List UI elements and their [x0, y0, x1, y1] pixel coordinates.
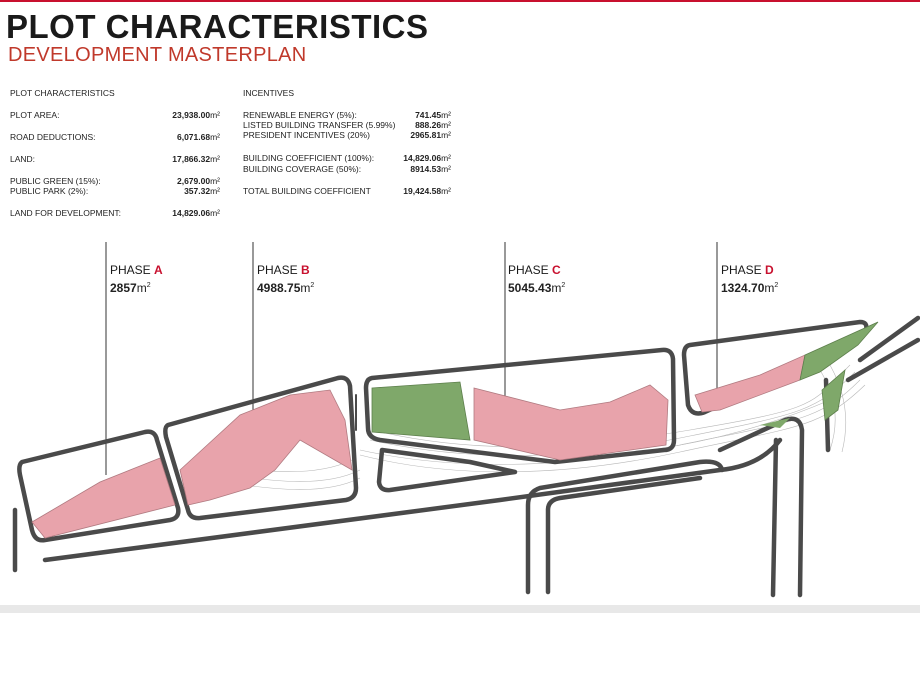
- phase-c-area: [473, 384, 669, 461]
- phase-b-area: [179, 389, 353, 506]
- lower-loop-left: [525, 459, 725, 595]
- plot-table-heading: PLOT CHARACTERISTICS: [10, 88, 115, 98]
- green-area-d: [799, 321, 879, 381]
- right-vertical-road: [717, 416, 805, 598]
- block-d-outline: [681, 319, 869, 416]
- block-b-outline: [163, 375, 359, 521]
- far-right-road-lower: [845, 337, 920, 383]
- phase-c-label: PHASE C 5045.43m2: [508, 263, 566, 295]
- top-accent-line: [0, 0, 920, 2]
- road-network: [12, 315, 920, 598]
- phase-d-area: [694, 354, 806, 413]
- block-c-lower-outline: [376, 447, 518, 493]
- lower-loop-inner: [545, 475, 703, 595]
- block-c-outline: [363, 347, 677, 465]
- block-a-outline: [17, 429, 181, 543]
- page-title: PLOT CHARACTERISTICS: [6, 8, 429, 45]
- green-area-small: [760, 418, 790, 428]
- phase-b-label: PHASE B 4988.75m2: [257, 263, 315, 295]
- far-right-road-upper: [857, 315, 920, 363]
- bottom-divider: [0, 605, 920, 613]
- green-area-corner: [821, 368, 846, 421]
- right-vertical-inner: [770, 437, 779, 598]
- green-area-c: [371, 381, 471, 441]
- phase-a-label: PHASE A 2857m2: [110, 263, 163, 295]
- plot-characteristics-table: PLOT CHARACTERISTICS PLOT AREA: 23,938.0…: [10, 88, 220, 218]
- phase-d-label: PHASE D 1324.70m2: [721, 263, 779, 295]
- incentives-table: INCENTIVES RENEWABLE ENERGY (5%): 741.45…: [243, 88, 451, 196]
- incentives-heading: INCENTIVES: [243, 88, 295, 98]
- phase-a-area: [31, 457, 176, 539]
- page-subtitle: DEVELOPMENT MASTERPLAN: [8, 44, 307, 66]
- phase-areas: [31, 321, 879, 539]
